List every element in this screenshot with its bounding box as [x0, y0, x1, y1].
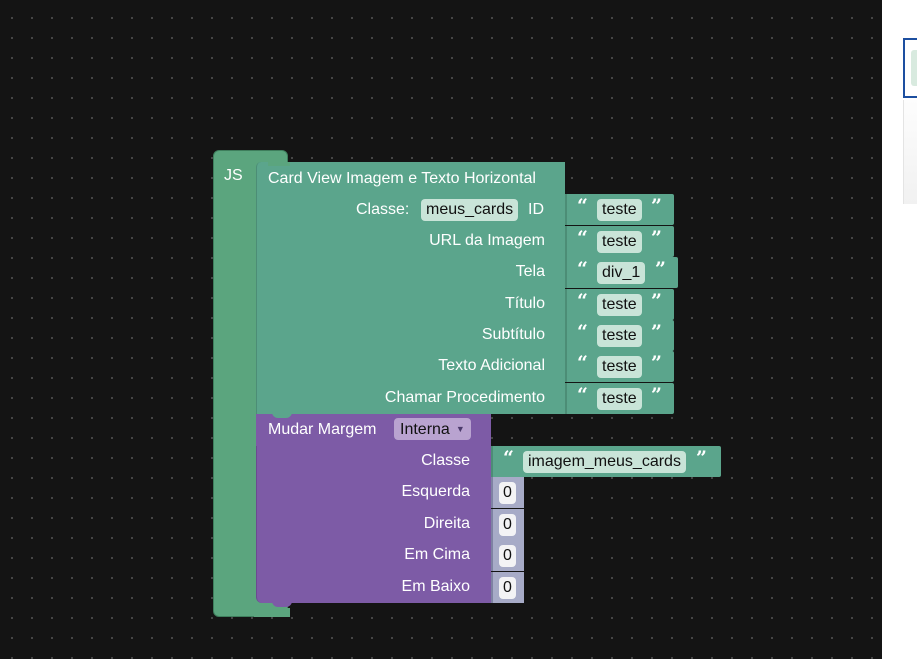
url-string-block[interactable]: “ teste ” — [565, 226, 674, 257]
card-view-title: Card View Imagem e Texto Horizontal — [268, 170, 536, 187]
em-cima-value[interactable]: 0 — [499, 545, 516, 567]
toolbox-flyout-tab[interactable] — [903, 38, 917, 98]
classe-field[interactable]: meus_cards — [421, 199, 519, 221]
flyout-edge — [903, 100, 917, 204]
open-quote-icon: “ — [577, 227, 588, 249]
open-quote-icon: “ — [577, 195, 588, 217]
close-quote-icon: ” — [655, 258, 666, 280]
open-quote-icon: “ — [577, 258, 588, 280]
open-quote-icon: “ — [577, 352, 588, 374]
close-quote-icon: ” — [651, 321, 662, 343]
statement-notch — [272, 412, 292, 418]
js-block-foot — [254, 608, 290, 617]
margin-mode-dropdown[interactable]: Interna ▼ — [394, 418, 471, 440]
esquerda-label: Esquerda — [401, 483, 471, 500]
flyout-icon — [911, 50, 917, 86]
em-cima-label: Em Cima — [404, 546, 470, 563]
margem-classe-label: Classe — [421, 452, 470, 469]
open-quote-icon: “ — [577, 321, 588, 343]
em-baixo-number-block[interactable]: 0 — [491, 572, 524, 603]
chamar-procedimento-string-block[interactable]: “ teste ” — [565, 383, 674, 414]
close-quote-icon: ” — [651, 195, 662, 217]
close-quote-icon: ” — [651, 384, 662, 406]
esquerda-number-block[interactable]: 0 — [491, 477, 524, 508]
direita-number-block[interactable]: 0 — [491, 509, 524, 540]
card-view-block[interactable] — [256, 162, 565, 414]
em-cima-number-block[interactable]: 0 — [491, 540, 524, 571]
subtitulo-value[interactable]: teste — [597, 325, 642, 347]
direita-value[interactable]: 0 — [499, 514, 516, 536]
id-label: ID — [528, 201, 544, 218]
tela-label: Tela — [515, 263, 545, 280]
em-baixo-value[interactable]: 0 — [499, 577, 516, 599]
classe-label: Classe: — [356, 201, 410, 218]
titulo-label: Título — [504, 295, 545, 312]
id-value[interactable]: teste — [597, 199, 642, 221]
esquerda-value[interactable]: 0 — [499, 482, 516, 504]
close-quote-icon: ” — [651, 290, 662, 312]
subtitulo-label: Subtítulo — [481, 326, 545, 343]
close-quote-icon: ” — [651, 352, 662, 374]
close-quote-icon: ” — [696, 447, 707, 469]
statement-notch — [268, 162, 290, 166]
titulo-string-block[interactable]: “ teste ” — [565, 289, 674, 320]
margin-mode-value: Interna — [400, 421, 450, 438]
texto-adicional-string-block[interactable]: “ teste ” — [565, 351, 674, 382]
statement-notch — [272, 601, 292, 607]
open-quote-icon: “ — [577, 384, 588, 406]
open-quote-icon: “ — [503, 447, 514, 469]
tela-value[interactable]: div_1 — [597, 262, 646, 284]
js-block-label: JS — [224, 167, 243, 184]
open-quote-icon: “ — [577, 290, 588, 312]
margem-classe-string-block[interactable]: “ imagem_meus_cards ” — [491, 446, 721, 477]
side-panel — [882, 0, 917, 659]
url-value[interactable]: teste — [597, 231, 642, 253]
tela-string-block[interactable]: “ div_1 ” — [565, 257, 678, 288]
texto-adicional-label: Texto Adicional — [438, 357, 545, 374]
subtitulo-string-block[interactable]: “ teste ” — [565, 320, 674, 351]
direita-label: Direita — [423, 515, 470, 532]
mudar-margem-title: Mudar Margem — [268, 421, 377, 438]
id-string-block[interactable]: “ teste ” — [565, 194, 674, 225]
chamar-procedimento-label: Chamar Procedimento — [384, 389, 545, 406]
dropdown-arrow-icon: ▼ — [455, 424, 465, 434]
close-quote-icon: ” — [651, 227, 662, 249]
url-imagem-label: URL da Imagem — [429, 232, 545, 249]
texto-adicional-value[interactable]: teste — [597, 356, 642, 378]
chamar-procedimento-value[interactable]: teste — [597, 388, 642, 410]
titulo-value[interactable]: teste — [597, 294, 642, 316]
margem-classe-value[interactable]: imagem_meus_cards — [523, 451, 686, 473]
em-baixo-label: Em Baixo — [401, 578, 470, 595]
